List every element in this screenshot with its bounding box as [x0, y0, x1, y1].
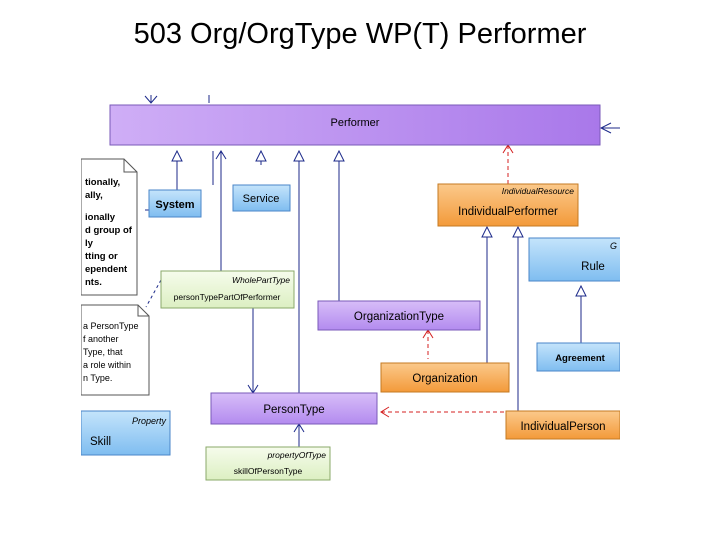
property-of-type-label: skillOfPersonType — [234, 466, 303, 476]
rule-box[interactable]: G Rule — [528, 237, 620, 282]
organization-label: Organization — [412, 373, 477, 385]
whole-part-type-stereotype: WholePartType — [232, 275, 290, 285]
individual-performer-stereotype: IndividualResource — [502, 186, 575, 196]
note-1-line-7: tting or — [85, 251, 118, 262]
note-1-line-1: tionally, — [85, 177, 120, 188]
service-box[interactable]: Service — [232, 184, 291, 212]
individual-person-label: IndividualPerson — [520, 421, 605, 433]
person-type-box[interactable]: PersonType — [210, 392, 378, 425]
property-of-type-box[interactable]: propertyOfType skillOfPersonType — [205, 446, 331, 481]
note-1-line-6: ly — [85, 238, 94, 249]
organization-box[interactable]: Organization — [380, 362, 510, 393]
individual-performer-box[interactable]: IndividualResource IndividualPerformer — [437, 183, 579, 227]
note-1: tionally, ally, ionally d group of ly tt… — [81, 158, 138, 296]
rule-label: Rule — [581, 261, 605, 273]
performer-label: Performer — [331, 117, 380, 129]
rule-stereotype: G — [610, 241, 617, 251]
uml-diagram: Performer tionally, ally, ionally d grou… — [81, 95, 620, 487]
slide-title: 503 Org/OrgType WP(T) Performer — [133, 18, 587, 50]
property-of-type-stereotype: propertyOfType — [267, 450, 327, 460]
organization-type-label: OrganizationType — [354, 311, 444, 323]
individual-person-box[interactable]: IndividualPerson — [505, 410, 620, 440]
service-label: Service — [243, 193, 280, 205]
note-2-line-1: a PersonType — [83, 321, 139, 331]
note-2-line-2: f another — [83, 334, 119, 344]
skill-label: Skill — [90, 436, 111, 448]
skill-stereotype: Property — [132, 416, 167, 426]
note-1-line-2: ally, — [85, 190, 103, 201]
system-box[interactable]: System — [148, 189, 202, 218]
note-2: a PersonType f another Type, that a role… — [81, 304, 150, 396]
person-type-label: PersonType — [263, 404, 324, 416]
skill-box[interactable]: Property Skill — [81, 410, 171, 456]
note-1-line-4: ionally — [85, 212, 116, 223]
system-label: System — [155, 199, 194, 211]
note-1-line-5: d group of — [85, 225, 133, 236]
agreement-label: Agreement — [555, 353, 605, 364]
agreement-box[interactable]: Agreement — [536, 342, 620, 372]
generalization-arrowheads — [171, 149, 587, 297]
whole-part-type-box[interactable]: WholePartType personTypePartOfPerformer — [160, 270, 295, 309]
note-2-line-5: n Type. — [83, 373, 112, 383]
performer-box[interactable]: Performer — [109, 104, 601, 146]
organization-type-box[interactable]: OrganizationType — [317, 300, 481, 331]
note-2-line-4: a role within — [83, 360, 131, 370]
individual-performer-label: IndividualPerformer — [458, 206, 558, 218]
note-1-line-8: ependent — [85, 264, 128, 275]
note-2-line-3: Type, that — [83, 347, 123, 357]
uml-diagram-svg: Performer tionally, ally, ionally d grou… — [81, 95, 620, 481]
note-1-line-9: nts. — [85, 277, 102, 288]
whole-part-type-label: personTypePartOfPerformer — [174, 292, 281, 302]
